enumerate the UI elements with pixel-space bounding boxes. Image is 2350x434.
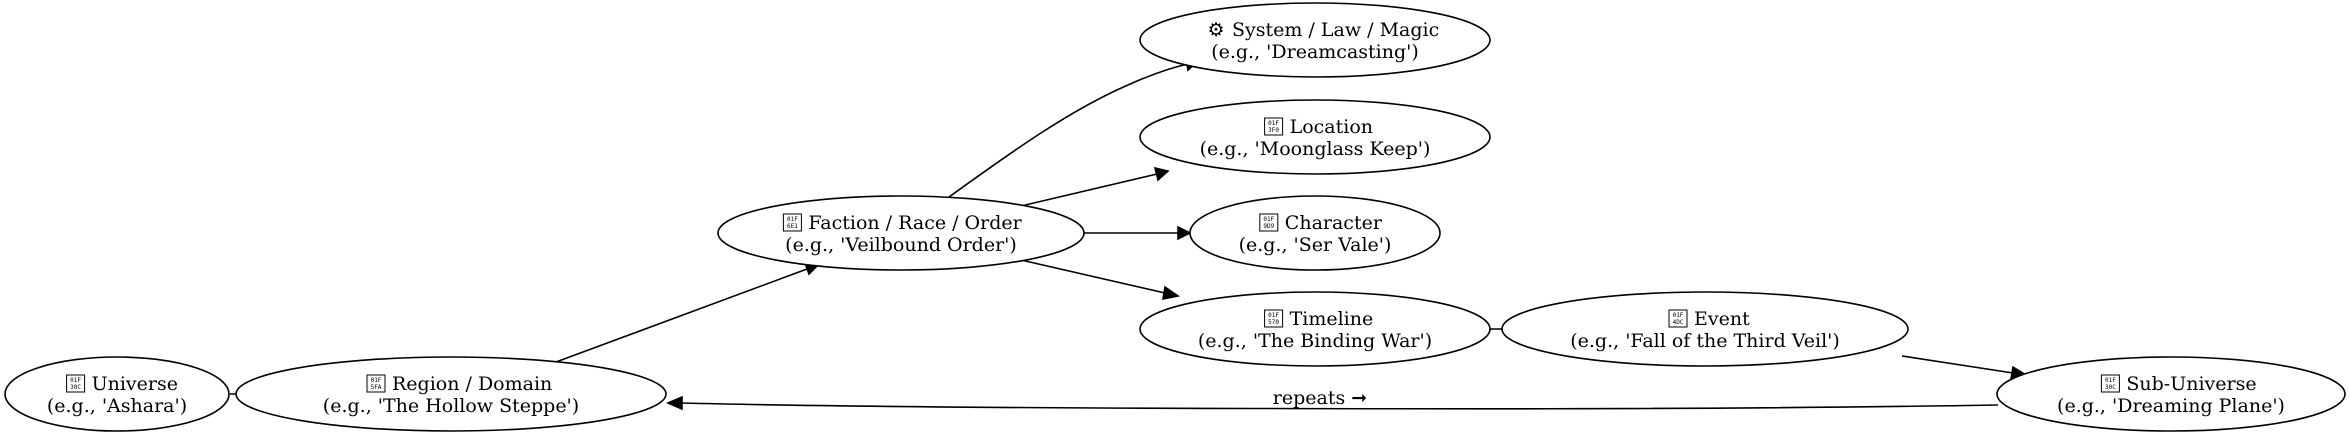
icon-hex-code: 01F [371, 377, 382, 384]
gear-icon: ⚙ [1207, 19, 1224, 41]
icon-hex-code: 01F [787, 216, 798, 223]
edge-line [555, 268, 808, 363]
icon-hex-code: 3F0 [1268, 127, 1279, 134]
icon-hex-code: 30C [2105, 384, 2116, 391]
edge-line [1020, 173, 1158, 207]
node-shape [1501, 291, 1909, 367]
edge-label: repeats ➞ [1273, 387, 1367, 409]
edge-region-to-faction [555, 262, 820, 363]
icon-hex-code: 5FA [371, 384, 382, 391]
edge-faction-to-timeline [1020, 259, 1181, 301]
arrowhead-icon [665, 395, 683, 411]
node-example: (e.g., 'Moonglass Keep') [1200, 138, 1431, 160]
edge-faction-to-character [1084, 225, 1192, 241]
node-system: ⚙ System / Law / Magic(e.g., 'Dreamcastin… [1139, 2, 1491, 78]
icon-box [1264, 309, 1284, 328]
node-shape [1189, 195, 1441, 271]
node-title: Sub-Universe [2126, 373, 2256, 395]
icon-box [2100, 374, 2120, 393]
node-shape [1139, 99, 1491, 175]
node-title: Faction / Race / Order [808, 212, 1022, 234]
arrowhead-icon [1153, 166, 1170, 182]
edge-subuniverse-to-region: repeats ➞ [665, 387, 1999, 411]
node-shape [1996, 356, 2346, 432]
arrowhead-icon [1162, 285, 1181, 301]
node-shape [1139, 2, 1491, 78]
node-shape [717, 195, 1085, 271]
node-title: Event [1694, 308, 1750, 330]
edge-line [1901, 355, 2014, 374]
edge-line [681, 402, 1999, 410]
icon-glyph: ⚙ [1207, 19, 1224, 41]
icon-hex-code: 01F [2105, 377, 2116, 384]
icon-hex-code: 570 [1268, 319, 1279, 326]
node-example: (e.g., 'Veilbound Order') [785, 234, 1017, 256]
node-title: Region / Domain [392, 373, 552, 395]
icon-box [66, 374, 86, 393]
icon-hex-code: 9D9 [1263, 223, 1274, 230]
edge-event-to-subuniverse [1901, 355, 2029, 381]
node-example: (e.g., 'Dreaming Plane') [2057, 395, 2285, 417]
edges-layer: repeats ➞ [230, 56, 2029, 411]
icon-hex-code: 01F [1268, 120, 1279, 127]
node-example: (e.g., 'Dreamcasting') [1211, 41, 1419, 63]
icon-box [782, 213, 802, 232]
node-title: Character [1285, 212, 1383, 234]
edge-line [948, 63, 1189, 198]
icon-hex-code: 6E1 [787, 223, 798, 230]
icon-box [1259, 213, 1279, 232]
node-title: System / Law / Magic [1232, 19, 1439, 41]
node-shape [1139, 291, 1491, 367]
node-title: Universe [92, 373, 178, 395]
node-example: (e.g., 'Ser Vale') [1239, 234, 1392, 256]
icon-hex-code: 01F [1673, 312, 1684, 319]
node-title: Timeline [1290, 308, 1374, 330]
node-title: Location [1290, 116, 1373, 138]
node-shape [4, 356, 230, 432]
node-example: (e.g., 'Ashara') [47, 395, 187, 417]
arrowhead-icon [1177, 225, 1192, 241]
icon-hex-code: 01F [1263, 216, 1274, 223]
icon-hex-code: 01F [1268, 312, 1279, 319]
icon-box [1264, 117, 1284, 136]
icon-hex-code: 01F [70, 377, 81, 384]
node-example: (e.g., 'The Hollow Steppe') [323, 395, 579, 417]
icon-box [1668, 309, 1688, 328]
node-example: (e.g., 'The Binding War') [1198, 330, 1432, 352]
edge-faction-to-location [1020, 166, 1170, 207]
icon-hex-code: 4DC [1673, 319, 1684, 326]
node-example: (e.g., 'Fall of the Third Veil') [1570, 330, 1840, 352]
node-shape [235, 356, 667, 432]
edge-line [1020, 259, 1166, 294]
icon-hex-code: 30C [70, 384, 81, 391]
icon-box [366, 374, 386, 393]
